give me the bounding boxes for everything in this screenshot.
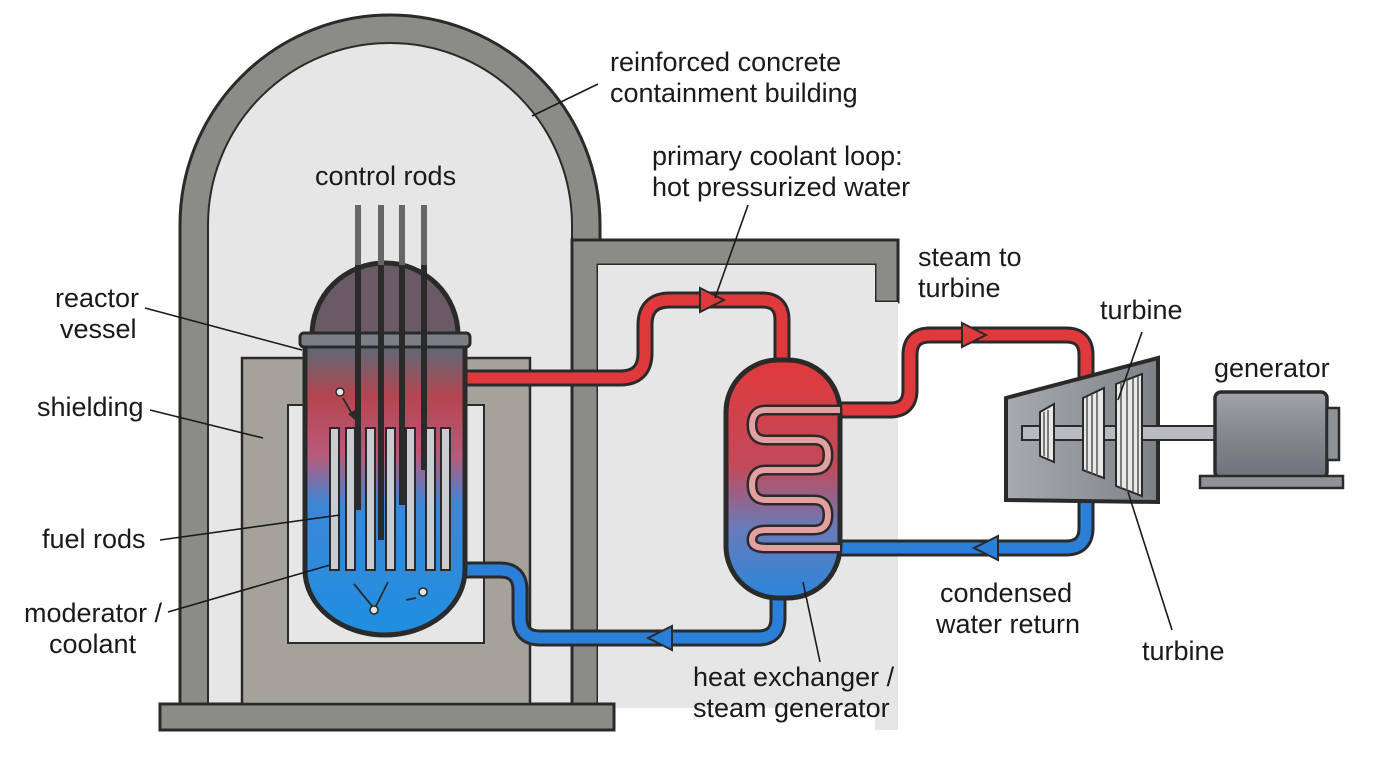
control-rod [378, 205, 384, 540]
neutron-particles [335, 387, 428, 615]
flow-arrow-icon [645, 624, 673, 652]
flow-arrow-icon [971, 534, 999, 562]
label-condensed-water: condensed water return [935, 578, 1080, 639]
heat-exchanger [723, 357, 843, 601]
leader-lines [144, 83, 1173, 663]
control-rod [421, 205, 427, 470]
label-moderator: moderator / coolant [24, 598, 170, 659]
turbine [1004, 355, 1219, 505]
label-reactor-vessel: reactor vessel [55, 283, 147, 344]
label-primary-loop: primary coolant loop: hot pressurized wa… [652, 141, 910, 202]
flow-arrow-icon [699, 286, 727, 314]
label-shielding: shielding [37, 392, 144, 422]
control-rod [399, 205, 405, 505]
flow-arrow-icon [961, 321, 989, 349]
foundation-slab [158, 702, 616, 732]
hx-shell [723, 357, 843, 601]
fuel-rod [440, 427, 451, 571]
generator-body [1213, 390, 1329, 480]
turbine-blades [1039, 372, 1143, 498]
label-control-rods: control rods [315, 161, 456, 191]
condensate-line [840, 500, 1095, 562]
label-heat-exchanger: heat exchanger / steam generator [693, 662, 902, 723]
label-steam-to-turbine: steam to turbine [918, 242, 1029, 303]
generator [1198, 390, 1345, 490]
fuel-rod [425, 427, 436, 571]
fuel-rod [329, 427, 340, 571]
label-generator: generator [1214, 353, 1330, 383]
vessel-flange [298, 331, 472, 349]
generator-endcap [1325, 406, 1341, 462]
fuel-rod [385, 427, 396, 571]
label-containment: reinforced concrete containment building [610, 47, 858, 108]
control-rods [355, 205, 427, 540]
fuel-rod [365, 427, 376, 571]
control-rod [355, 205, 361, 510]
fuel-rod [405, 427, 416, 571]
steam-line [840, 321, 1095, 419]
label-turbine-bottom: turbine [1142, 636, 1225, 666]
fuel-rod-bundle [329, 427, 451, 571]
label-fuel-rods: fuel rods [42, 524, 146, 554]
generator-base [1198, 474, 1345, 490]
reactor-vessel [298, 205, 472, 638]
primary-cold-leg [460, 561, 787, 652]
primary-hot-leg [460, 286, 791, 387]
fuel-rod [345, 427, 356, 571]
label-turbine-top: turbine [1100, 295, 1183, 325]
